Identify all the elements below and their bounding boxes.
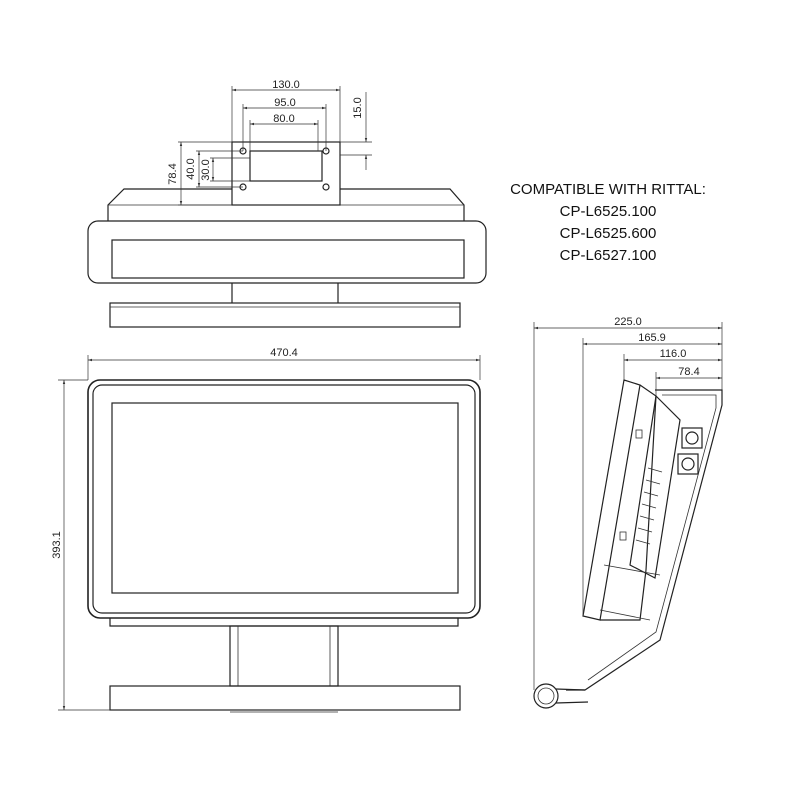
stand-neck: [229, 625, 339, 687]
dim-hole-spacing: 95.0: [274, 97, 295, 109]
front-view: 470.4 393.1: [51, 347, 481, 713]
vesa-window: [249, 150, 323, 182]
dim-bracket-width: 130.0: [272, 79, 300, 91]
side-monitor-back: [600, 384, 657, 621]
hinge-pivot: [533, 683, 559, 709]
dim-depth-3: 116.0: [660, 348, 687, 360]
dim-window-height: 30.0: [200, 159, 212, 180]
top-view-inner-panel: [111, 239, 465, 279]
top-view: 130.0 95.0 80.0 15.0 78.4 40.0 30.0: [87, 79, 487, 328]
dim-depth-total: 225.0: [614, 316, 642, 328]
dim-bracket-height: 78.4: [167, 163, 179, 184]
dim-depth-4: 78.4: [678, 366, 699, 378]
side-electronics-box: [629, 394, 681, 579]
dim-top-offset: 15.0: [352, 97, 364, 118]
compatible-model: CP-L6525.600: [560, 225, 657, 242]
mount-hole: [322, 183, 330, 191]
dim-window-width: 80.0: [273, 113, 294, 125]
top-view-base: [109, 302, 461, 328]
compatible-model: CP-L6527.100: [560, 247, 657, 264]
dim-hole-spacing-vertical: 40.0: [185, 158, 197, 179]
compatibility-note: COMPATIBLE WITH RITTAL: CP-L6525.100 CP-…: [510, 181, 706, 264]
connector-port: [677, 453, 699, 475]
vent-slots: [635, 467, 663, 545]
stand-base: [109, 685, 461, 711]
side-view: 225.0 165.9 116.0 78.4: [533, 316, 723, 709]
dim-overall-height: 393.1: [51, 531, 63, 559]
connector-port: [681, 427, 703, 449]
side-monitor-slab: [582, 379, 641, 621]
top-view-body: [87, 220, 487, 284]
monitor-bezel: [87, 379, 481, 619]
dim-overall-width: 470.4: [270, 347, 298, 359]
compatible-model: CP-L6525.100: [560, 203, 657, 220]
side-bracket-arm: [566, 389, 723, 691]
monitor-screen: [111, 402, 459, 594]
dim-depth-2: 165.9: [638, 332, 666, 344]
compatibility-heading: COMPATIBLE WITH RITTAL:: [510, 181, 706, 198]
